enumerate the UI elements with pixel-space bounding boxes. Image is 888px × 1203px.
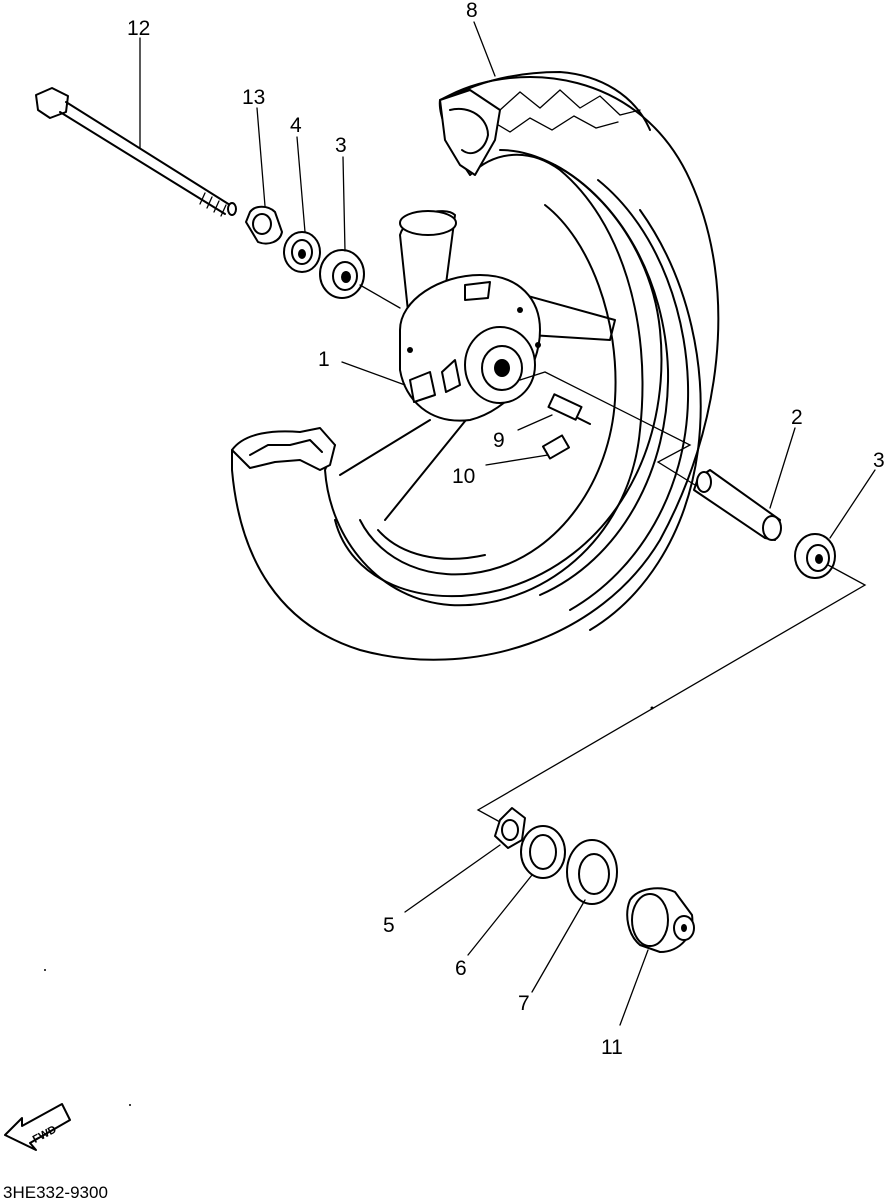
oil-seal-lower xyxy=(520,825,566,879)
collar xyxy=(245,205,283,245)
speedometer-gear-unit xyxy=(626,887,695,953)
fwd-arrow-icon: FWD xyxy=(4,1103,71,1151)
part-code: 3HE332-9300 xyxy=(3,1183,108,1202)
callout-5: 5 xyxy=(383,914,395,937)
oil-seal xyxy=(283,231,321,273)
callout-3-right: 3 xyxy=(873,449,885,472)
bearing-right xyxy=(794,533,836,579)
callout-1: 1 xyxy=(318,348,330,371)
clutch-retainer xyxy=(494,807,526,849)
callout-8: 8 xyxy=(466,0,478,22)
assembly-lines xyxy=(44,284,867,1106)
callout-13: 13 xyxy=(242,86,265,109)
callout-9: 9 xyxy=(493,429,505,452)
callout-4: 4 xyxy=(290,114,302,137)
callout-numbers: 12 13 4 3 8 1 9 10 2 3 5 6 7 11 xyxy=(127,0,885,1059)
callout-10: 10 xyxy=(452,465,475,488)
spacer xyxy=(693,469,782,541)
callout-3-upper: 3 xyxy=(335,134,347,157)
hub-and-spokes xyxy=(339,210,616,521)
callout-7: 7 xyxy=(518,992,530,1015)
callout-6: 6 xyxy=(455,957,467,980)
callout-12: 12 xyxy=(127,17,150,40)
callout-11: 11 xyxy=(601,1036,623,1059)
bearing-upper xyxy=(319,249,365,299)
callout-2: 2 xyxy=(791,406,803,429)
seal-lower xyxy=(566,839,618,905)
valve xyxy=(541,393,591,460)
axle-bolt xyxy=(35,87,237,217)
leader-lines xyxy=(139,21,876,1026)
tire xyxy=(231,71,720,661)
